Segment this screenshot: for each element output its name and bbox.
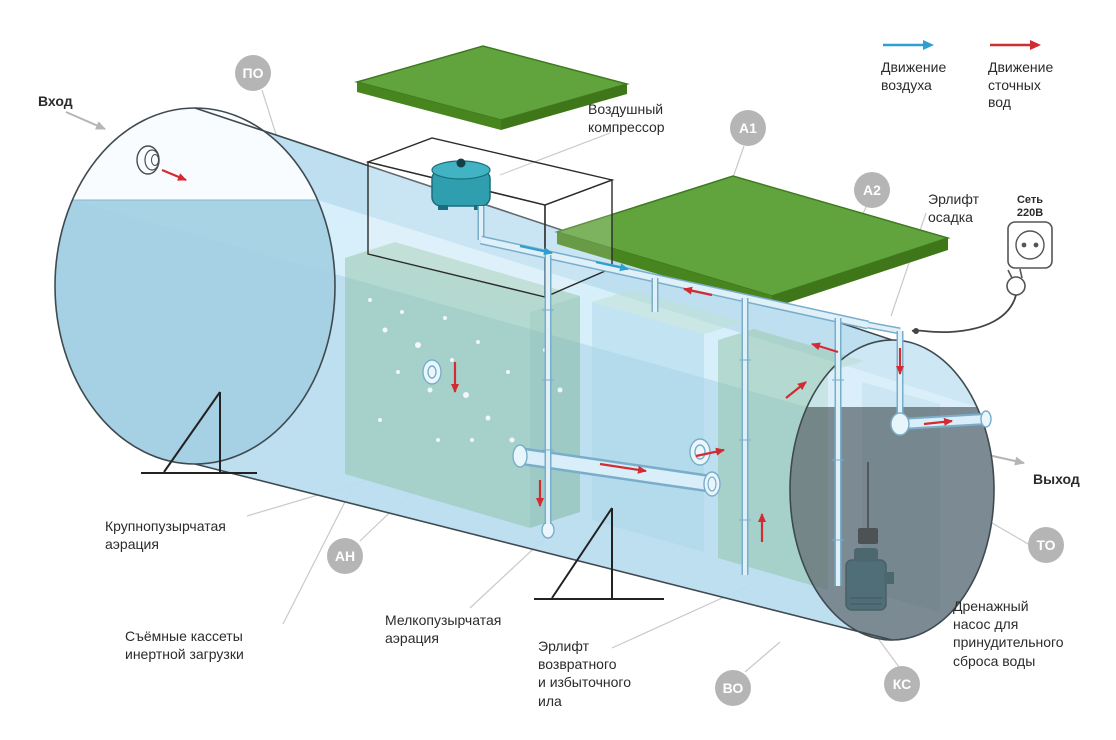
sludge-airlift-label: Эрлифт осадка [928,191,979,226]
air-arrow-icon [883,40,934,50]
legend-water-label: Движение сточных вод [988,59,1054,110]
badge-a2: А2 [854,172,890,208]
return-sludge-airlift-label: Эрлифт возвратного и избыточного ила [538,638,632,709]
badge-vo: ВО [715,670,751,706]
middle-compartment-wall [592,290,744,552]
legend-air-label: Движение воздуха [881,59,947,93]
fine-aeration-label: Мелкопузырчатая аэрация [385,612,502,647]
lid-small [354,45,630,130]
power-socket [1007,221,1053,269]
badge-to: ТО [1028,527,1064,563]
inert-cassettes-label: Съёмные кассеты инертной загрузки [125,628,244,663]
water-arrow-icon [990,40,1041,50]
legend-air: Движение воздуха [881,38,973,94]
badge-ks: КС [884,666,920,702]
coarse-aeration-label: Крупнопузырчатая аэрация [105,518,226,553]
legend-water: Движение сточных вод [988,38,1083,112]
power-plug-cable [911,268,1026,334]
inlet-pipe [136,145,160,175]
aeration-bubbles [368,298,563,443]
transfer-pipe [512,444,721,497]
inlet-label: Вход [38,93,73,109]
support-stands [141,391,664,600]
badge-a1: А1 [730,110,766,146]
compressor-label: Воздушный компрессор [588,101,665,136]
inlet-outlet-direction-arrows [65,111,1025,466]
badge-po: ПО [235,55,271,91]
outlet-label: Выход [1033,471,1080,487]
air-flow-arrows [519,244,629,272]
air-compressor [431,158,491,210]
drain-pump-label: Дренажный насос для принудительного сбро… [953,598,1064,669]
power-label: Сеть 220В [1016,194,1044,220]
badge-an: АН [327,538,363,574]
water-flow-arrows [161,168,953,542]
